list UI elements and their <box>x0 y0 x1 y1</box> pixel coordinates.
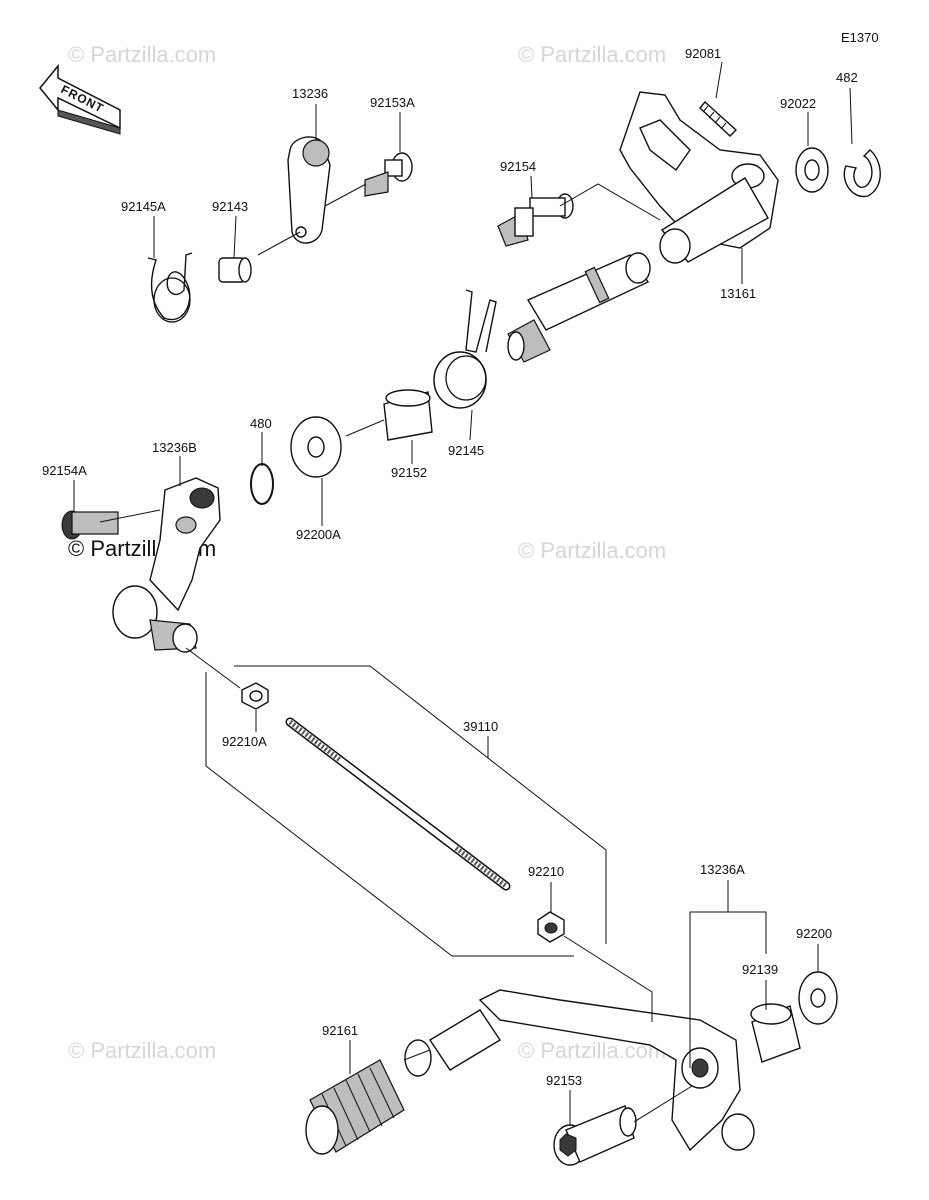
bolt-92153 <box>553 1105 637 1166</box>
part-label: 13236B <box>152 440 197 455</box>
part-label: 92154A <box>42 463 87 478</box>
watermark: © Partzilla.com <box>68 42 216 67</box>
part-label: 92152 <box>391 465 427 480</box>
part-label: 92161 <box>322 1023 358 1038</box>
washer-92200 <box>798 971 838 1025</box>
washer-92022 <box>795 147 829 193</box>
part-number-labels: 92081 482 92022 13236 92153A 92154 92145… <box>42 46 858 1088</box>
lever-arm-13236b <box>112 477 221 653</box>
part-label: 92143 <box>212 199 248 214</box>
nut-92210 <box>537 911 565 943</box>
pedal-lever-13236a <box>404 989 755 1152</box>
pedal-rubber-92161 <box>305 1059 405 1155</box>
part-label: 92139 <box>742 962 778 977</box>
link-arm-13236 <box>287 136 331 244</box>
watermark: © Partzilla.com <box>68 1038 216 1063</box>
spring-92145a <box>147 252 193 323</box>
part-label: 92154 <box>500 159 536 174</box>
bolt-92153a <box>364 152 413 197</box>
collar-92152 <box>383 389 433 441</box>
part-label: 92200A <box>296 527 341 542</box>
part-label: 92145A <box>121 199 166 214</box>
part-label: 92145 <box>448 443 484 458</box>
part-label: 92210 <box>528 864 564 879</box>
front-arrow-icon: FRONT <box>39 63 121 135</box>
part-label: 482 <box>836 70 858 85</box>
leader-lines <box>73 61 853 1125</box>
spring-92145 <box>433 289 497 409</box>
part-label: 92153A <box>370 95 415 110</box>
circlip-482 <box>843 149 881 198</box>
part-label: 39110 <box>463 719 498 734</box>
part-label: 92200 <box>796 926 832 941</box>
watermark: © Partzilla.com <box>518 538 666 563</box>
part-label: 13236A <box>700 862 745 877</box>
spring-92081 <box>699 100 738 137</box>
part-label: 480 <box>250 416 272 431</box>
bolt-92154a <box>61 510 119 540</box>
tie-rod-39110 <box>285 717 511 891</box>
part-label: 13161 <box>720 286 756 301</box>
part-label: 92022 <box>780 96 816 111</box>
washer-92200a <box>290 416 342 478</box>
collar-92139 <box>750 1003 801 1063</box>
nut-92210a <box>241 682 269 710</box>
diagram-reference-code: E1370 <box>841 30 879 45</box>
bolt-92154 <box>497 193 574 247</box>
watermark: © Partzilla.com <box>518 42 666 67</box>
shift-shaft-13161 <box>507 91 779 363</box>
part-label: 92153 <box>546 1073 582 1088</box>
collar-92143 <box>218 257 252 283</box>
part-label: 92210A <box>222 734 267 749</box>
snap-ring-480 <box>250 463 274 505</box>
part-label: 13236 <box>292 86 328 101</box>
part-label: 92081 <box>685 46 721 61</box>
